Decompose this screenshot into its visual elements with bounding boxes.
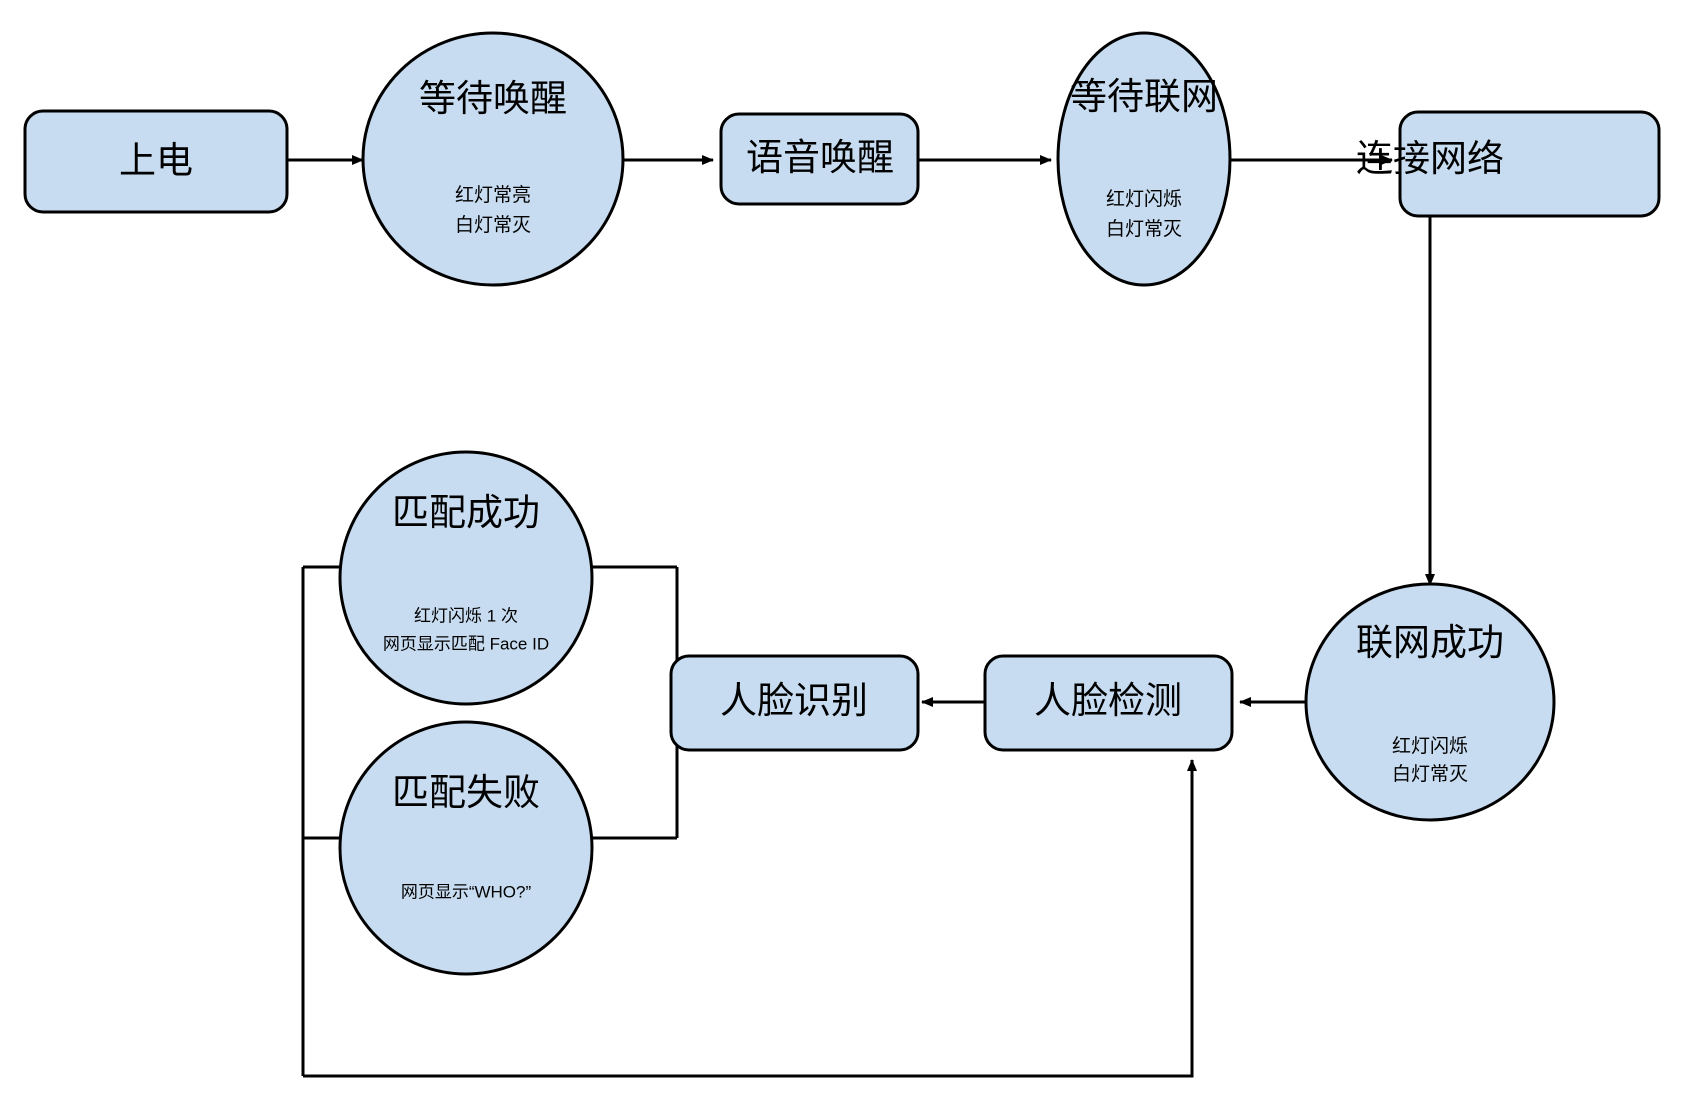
node-wait-wakeup-title: 等待唤醒 <box>419 78 567 119</box>
node-wait-network-sub-1: 红灯闪烁 <box>1106 188 1182 210</box>
node-power-on-title: 上电 <box>119 140 193 181</box>
node-wait-network-title: 等待联网 <box>1070 76 1218 117</box>
node-voice-wakeup-title: 语音唤醒 <box>746 137 894 178</box>
node-connect-network-shape <box>1398 110 1661 218</box>
node-wait-network-sub-2: 白灯常灭 <box>1106 218 1182 240</box>
node-power-on[interactable]: 上电 <box>23 109 289 214</box>
node-face-detect[interactable]: 人脸检测 <box>983 654 1234 752</box>
node-face-recognize-shape <box>669 654 920 752</box>
node-network-success[interactable]: 联网成功 红灯闪烁 白灯常灭 <box>1304 582 1556 822</box>
node-voice-wakeup-shape <box>719 112 920 206</box>
node-match-success-sub-1: 红灯闪烁 1 次 <box>414 606 518 625</box>
node-wait-wakeup-sub-1: 红灯常亮 <box>455 184 531 206</box>
node-wait-wakeup[interactable]: 等待唤醒 红灯常亮 白灯常灭 <box>361 31 625 287</box>
node-face-recognize-title: 人脸识别 <box>720 680 868 721</box>
node-match-success-shape <box>338 450 594 706</box>
node-connect-network[interactable]: 连接网络 <box>1356 110 1661 218</box>
node-network-success-shape <box>1304 582 1556 822</box>
node-match-fail[interactable]: 匹配失败 网页显示“WHO?” <box>338 720 594 976</box>
node-network-success-sub-1: 红灯闪烁 <box>1392 735 1468 757</box>
node-match-fail-shape <box>338 720 594 976</box>
edge-match-fail-to-face-detect-feedback <box>303 759 1197 1078</box>
node-match-success[interactable]: 匹配成功 红灯闪烁 1 次 网页显示匹配 Face ID <box>338 450 594 706</box>
node-voice-wakeup[interactable]: 语音唤醒 <box>719 112 920 206</box>
node-face-detect-shape <box>983 654 1234 752</box>
node-match-fail-sub-1: 网页显示“WHO?” <box>401 882 532 901</box>
node-match-success-sub-2: 网页显示匹配 Face ID <box>383 634 549 653</box>
node-match-success-title: 匹配成功 <box>392 492 540 533</box>
node-power-on-shape <box>23 109 289 214</box>
node-connect-network-title: 连接网络 <box>1356 138 1504 179</box>
node-network-success-title: 联网成功 <box>1356 622 1504 663</box>
node-face-recognize[interactable]: 人脸识别 <box>669 654 920 752</box>
node-wait-network[interactable]: 等待联网 红灯闪烁 白灯常灭 <box>1056 31 1232 287</box>
node-wait-wakeup-sub-2: 白灯常灭 <box>455 214 531 236</box>
node-face-detect-title: 人脸检测 <box>1034 680 1182 721</box>
node-wait-network-shape <box>1056 31 1232 287</box>
node-network-success-sub-2: 白灯常灭 <box>1392 763 1468 785</box>
node-match-fail-title: 匹配失败 <box>392 772 540 813</box>
node-wait-wakeup-shape <box>361 31 625 287</box>
